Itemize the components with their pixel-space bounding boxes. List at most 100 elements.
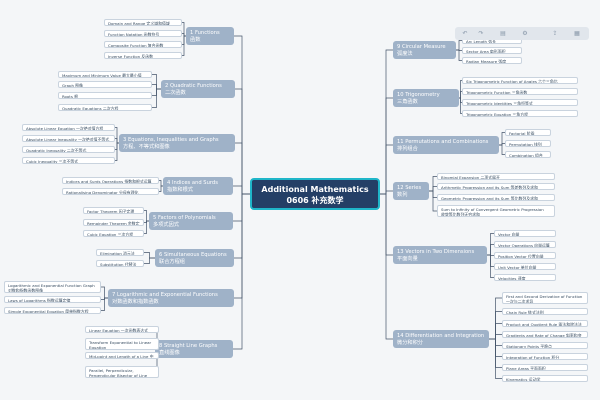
topic-sublabel: 微分和积分 <box>397 340 423 346</box>
leaf-t14-6[interactable]: Plane Areas 平面面积 <box>502 364 588 371</box>
leaf-t14-2[interactable]: Product and Quotient Rule 乘法和除法法则 <box>502 320 588 327</box>
leaf-t11-1[interactable]: Permutation 排列 <box>505 140 551 147</box>
leaf-t5-1[interactable]: Remainder Theorem 余数定理 <box>83 219 144 226</box>
topic-sublabel: 数列 <box>397 192 408 198</box>
leaf-t11-2[interactable]: Combination 组合 <box>505 151 551 158</box>
connector-leaf-t12-3 <box>429 190 437 212</box>
leaf-t2-1[interactable]: Graph 图像 <box>58 81 152 88</box>
leaf-t9-2[interactable]: Radian Measure 弧度 <box>462 57 522 64</box>
leaf-t1-3[interactable]: Inverse Function 反函数 <box>104 52 182 59</box>
undo-icon[interactable]: ↶ <box>462 30 468 37</box>
leaf-t10-2[interactable]: Trigonometric Identities 三角恒等式 <box>462 99 578 106</box>
leaf-t13-0[interactable]: Vector 向量 <box>494 230 556 237</box>
leaf-t10-1[interactable]: Trigonometric Function 三角函数 <box>462 88 578 95</box>
connector-leaf-t7-0 <box>101 286 108 299</box>
leaf-t2-0[interactable]: Maximum and Minimum Value 最大最小值 <box>58 71 152 78</box>
leaf-t6-0[interactable]: Elimination 消元法 <box>96 249 144 256</box>
leaf-t4-1[interactable]: Rationalising Denominator 分母有理化 <box>62 188 159 195</box>
topic-sublabel: 三角函数 <box>397 99 418 105</box>
topic-sublabel: 方程、不等式和图像 <box>123 144 170 150</box>
topic-sublabel: 联合方程组 <box>159 259 185 265</box>
topic-sublabel: 直线图像 <box>159 350 180 356</box>
toolbar: ↶ ↷ ▤ ⚙ ⇪ ▦ <box>455 27 589 40</box>
leaf-t7-2[interactable]: Simple Exponential Equation 简单指数方程 <box>4 307 101 314</box>
leaf-t14-3[interactable]: Gradients and Rate of Change 斜率和变化率 <box>502 331 588 338</box>
connector-root-t12 <box>380 190 393 195</box>
leaf-t12-2[interactable]: Geometric Progression and its Sum 等比数列及求… <box>437 194 555 201</box>
leaf-t1-0[interactable]: Domain and Range 定义域和值域 <box>104 19 182 26</box>
leaf-t3-3[interactable]: Cubic Inequality 三次不等式 <box>22 157 115 164</box>
leaf-t8-1[interactable]: Transform Exponential to Linear Equation… <box>85 338 159 350</box>
leaf-t1-2[interactable]: Composite Function 复合函数 <box>104 41 182 48</box>
leaf-t4-0[interactable]: Indices and Surds Operations 指数和根式运算 <box>62 177 159 184</box>
leaf-t8-2[interactable]: Mid-point and Length of a Line 中点和线段长度 <box>85 352 159 359</box>
leaf-t14-1[interactable]: Chain Rule 链式法则 <box>502 308 588 315</box>
connector-leaf-t10-3 <box>459 97 462 114</box>
root-node[interactable]: Additional Mathematics 0606 补充数学 <box>250 178 380 210</box>
leaf-t12-0[interactable]: Binomial Expansion 二项式展开 <box>437 173 555 180</box>
leaf-t9-1[interactable]: Sector Area 扇形面积 <box>462 47 522 54</box>
connector-leaf-t4-1 <box>159 185 163 192</box>
leaf-t13-4[interactable]: Velocities 速度 <box>494 274 556 281</box>
leaf-t13-2[interactable]: Position Vector 位置向量 <box>494 252 556 259</box>
topic-label: 9 Circular Measure <box>397 44 446 50</box>
topic-label: 2 Quadratic Functions <box>165 83 222 89</box>
leaf-t14-5[interactable]: Integration of Function 积分 <box>502 353 588 360</box>
leaf-t5-2[interactable]: Cubic Equation 三次方程 <box>83 230 144 237</box>
connector-leaf-t5-2 <box>144 220 149 234</box>
leaf-t11-0[interactable]: Factorial 阶乘 <box>505 129 551 136</box>
leaf-t14-7[interactable]: Kinematics 运动学 <box>502 375 588 382</box>
leaf-t1-1[interactable]: Function Notation 函数符号 <box>104 30 182 37</box>
leaf-t3-2[interactable]: Quadratic Inequality 二次不等式 <box>22 146 115 153</box>
leaf-t7-0[interactable]: Logarithmic and Exponential Function Gra… <box>4 281 101 293</box>
topic-label: 14 Differentiation and Integration <box>397 333 485 339</box>
leaf-t13-1[interactable]: Vector Operations 向量运算 <box>494 241 556 248</box>
leaf-t2-3[interactable]: Quadratic Equations 二次方程 <box>58 104 152 111</box>
export-icon[interactable]: ▦ <box>574 30 580 37</box>
leaf-t5-0[interactable]: Factor Theorem 因子定理 <box>83 207 144 214</box>
leaf-t14-0[interactable]: First and Second Derivative of Function … <box>502 292 588 304</box>
connector-leaf-t7-2 <box>101 297 108 311</box>
leaf-t10-0[interactable]: Six Trigonometric Function of Angles 六个三… <box>462 77 578 84</box>
topic-sublabel: 二次函数 <box>165 90 186 96</box>
connector-root-t2 <box>235 88 250 195</box>
leaf-t6-1[interactable]: Substitution 代替法 <box>96 260 144 267</box>
layout-icon[interactable]: ⚙ <box>522 30 528 37</box>
leaf-t13-3[interactable]: Unit Vector 单位向量 <box>494 263 556 270</box>
leaf-t3-1[interactable]: Absolute Linear Inequality 一次绝对值不等式 <box>22 135 115 142</box>
leaf-t12-3[interactable]: Sum to Infinity of Convergent Geometric … <box>437 205 555 217</box>
connector-leaf-t2-3 <box>152 88 161 108</box>
leaf-t2-2[interactable]: Roots 根 <box>58 92 152 99</box>
connector-leaf-t13-4 <box>487 254 494 278</box>
connector-root-t11 <box>380 144 393 195</box>
leaf-t7-1[interactable]: Laws of Logarithms 指数运算定律 <box>4 296 101 303</box>
leaf-t10-3[interactable]: Trigonometric Equation 三角方程 <box>462 110 578 117</box>
format-icon[interactable]: ▤ <box>500 30 506 37</box>
topic-label: 6 Simultaneous Equations <box>159 252 227 258</box>
leaf-t3-0[interactable]: Absolute Linear Equation 一次绝对值方程 <box>22 124 115 131</box>
leaf-t8-3[interactable]: Parallel, Perpendicular, Perpendicular B… <box>85 366 159 378</box>
topic-label: 11 Permutations and Combinations <box>397 139 489 145</box>
redo-icon[interactable]: ↷ <box>478 30 484 37</box>
leaf-t14-4[interactable]: Stationary Points 平稳点 <box>502 342 588 349</box>
share-icon[interactable]: ⇪ <box>552 30 558 37</box>
topic-sublabel: 平面向量 <box>397 256 418 262</box>
connector-leaf-t13-1 <box>487 244 494 256</box>
leaf-t12-1[interactable]: Arithmetic Progression and its Sum 等差数列及… <box>437 183 555 190</box>
topic-label: 4 Indices and Surds <box>167 180 218 186</box>
leaf-t8-0[interactable]: Linear Equation 一次函数表达式 <box>85 326 159 333</box>
